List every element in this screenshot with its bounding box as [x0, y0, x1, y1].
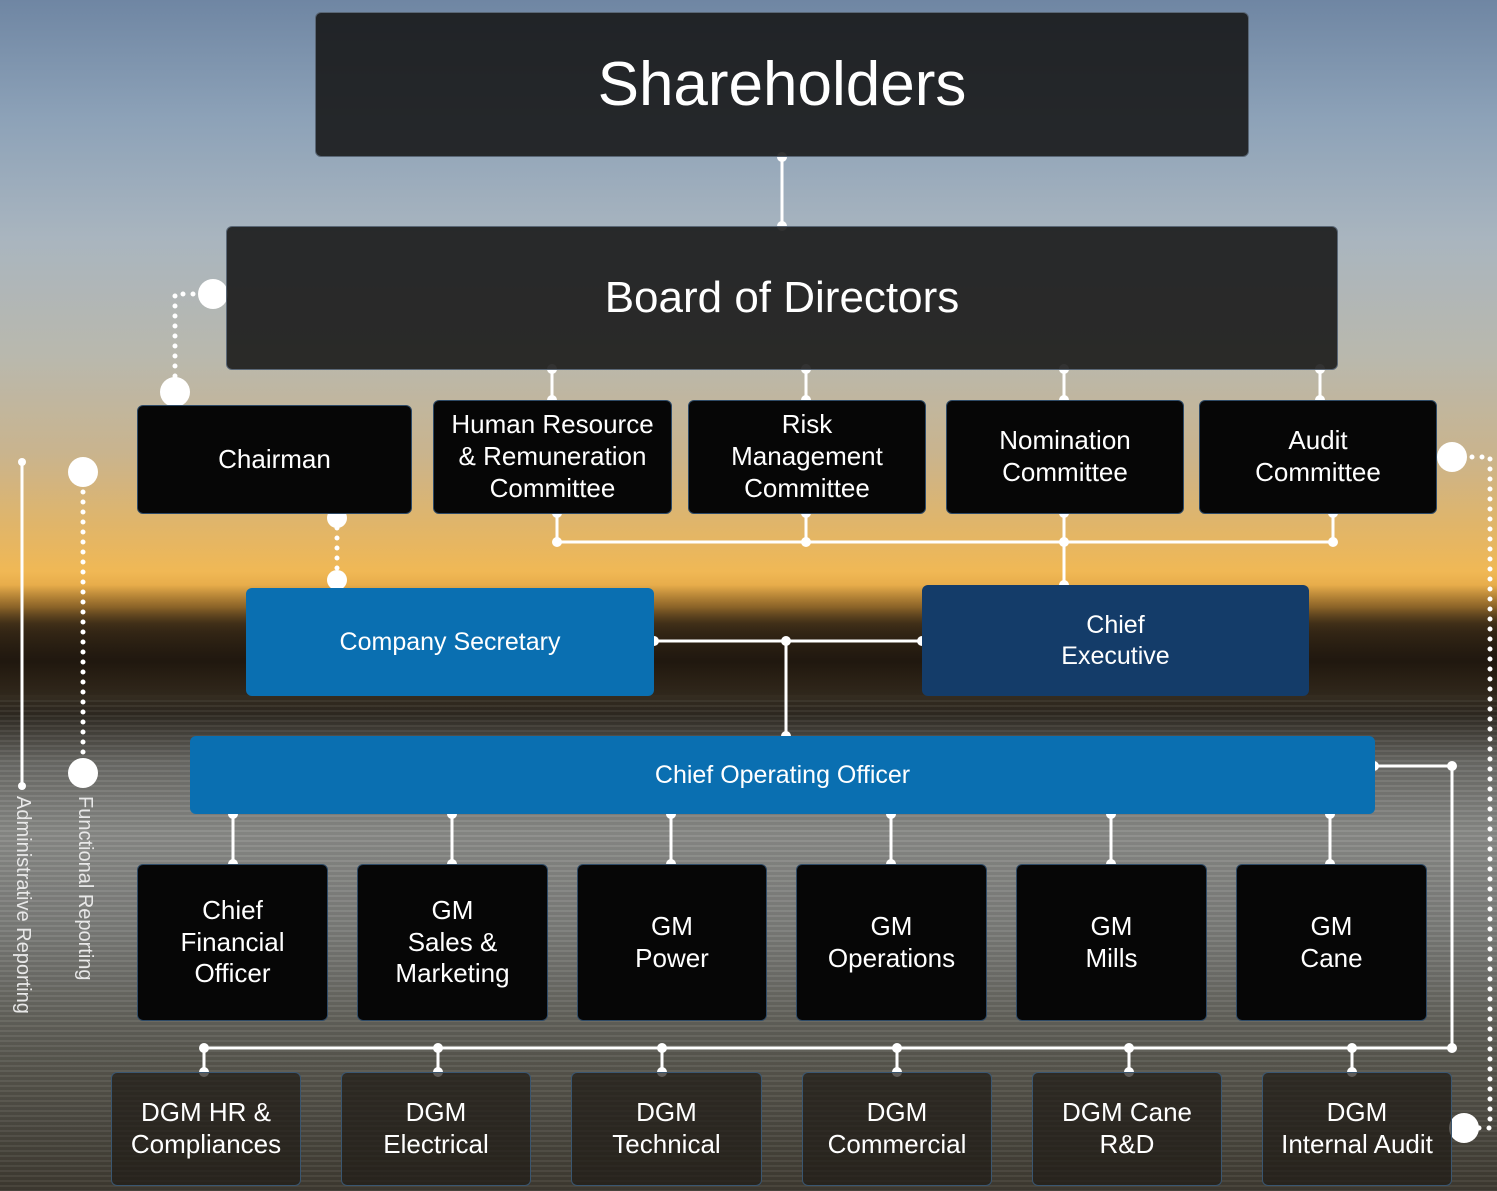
hr-remuneration-committee-box: Human Resource & Remuneration Committee — [433, 400, 672, 514]
chief-operating-officer-box: Chief Operating Officer — [190, 736, 1375, 814]
connector-coo-deputies-bus — [204, 764, 1454, 1050]
dgm-hr-compliances-box: DGM HR & Compliances — [111, 1072, 301, 1186]
dgm-technical-label: DGM Technical — [612, 1097, 721, 1159]
shareholders-box: Shareholders — [315, 12, 1249, 157]
dgm-commercial-label: DGM Commercial — [827, 1097, 967, 1159]
board-of-directors-box: Board of Directors — [226, 226, 1338, 370]
chief-financial-officer-box: Chief Financial Officer — [137, 864, 328, 1021]
dgm-electrical-label: DGM Electrical — [383, 1097, 489, 1159]
board-of-directors-label: Board of Directors — [604, 273, 960, 323]
dotted-audit-internal-audit — [1449, 454, 1493, 1131]
legend-functional-reporting: Functional Reporting — [74, 796, 96, 981]
gm-cane-box: GM Cane — [1236, 864, 1427, 1021]
dgm-technical-box: DGM Technical — [571, 1072, 762, 1186]
risk-management-committee-box: Risk Management Committee — [688, 400, 926, 514]
risk-management-committee-label: Risk Management Committee — [731, 409, 883, 503]
dgm-hr-compliances-label: DGM HR & Compliances — [130, 1097, 282, 1159]
dgm-cane-rd-box: DGM Cane R&D — [1032, 1072, 1222, 1186]
shareholders-label: Shareholders — [597, 49, 967, 119]
gm-sales-marketing-box: GM Sales & Marketing — [357, 864, 548, 1021]
legend-administrative-reporting: Administrative Reporting — [12, 796, 34, 1014]
chief-executive-label: Chief Executive — [1061, 611, 1170, 670]
gm-operations-box: GM Operations — [796, 864, 987, 1021]
chairman-label: Chairman — [218, 443, 331, 474]
audit-committee-label: Audit Committee — [1255, 425, 1381, 487]
dgm-cane-rd-label: DGM Cane R&D — [1061, 1097, 1193, 1159]
hr-remuneration-committee-label: Human Resource & Remuneration Committee — [451, 409, 654, 503]
gm-mills-box: GM Mills — [1016, 864, 1207, 1021]
gm-power-box: GM Power — [577, 864, 767, 1021]
nomination-committee-label: Nomination Committee — [999, 425, 1131, 487]
dgm-commercial-box: DGM Commercial — [802, 1072, 992, 1186]
dgm-internal-audit-label: DGM Internal Audit — [1281, 1097, 1433, 1159]
chief-executive-box: Chief Executive — [922, 585, 1309, 696]
company-secretary-label: Company Secretary — [339, 627, 561, 656]
chief-operating-officer-label: Chief Operating Officer — [654, 760, 911, 789]
dotted-board-chairman — [172, 291, 216, 395]
company-secretary-box: Company Secretary — [246, 588, 654, 696]
gm-cane-label: GM Cane — [1300, 910, 1363, 973]
chief-financial-officer-label: Chief Financial Officer — [180, 894, 285, 989]
dgm-internal-audit-box: DGM Internal Audit — [1262, 1072, 1452, 1186]
nomination-committee-box: Nomination Committee — [946, 400, 1184, 514]
gm-mills-label: GM Mills — [1085, 910, 1138, 973]
gm-sales-marketing-label: GM Sales & Marketing — [395, 894, 510, 989]
gm-power-label: GM Power — [635, 910, 709, 973]
chairman-box: Chairman — [137, 405, 412, 514]
dgm-electrical-box: DGM Electrical — [341, 1072, 531, 1186]
audit-committee-box: Audit Committee — [1199, 400, 1437, 514]
gm-operations-label: GM Operations — [827, 910, 956, 973]
